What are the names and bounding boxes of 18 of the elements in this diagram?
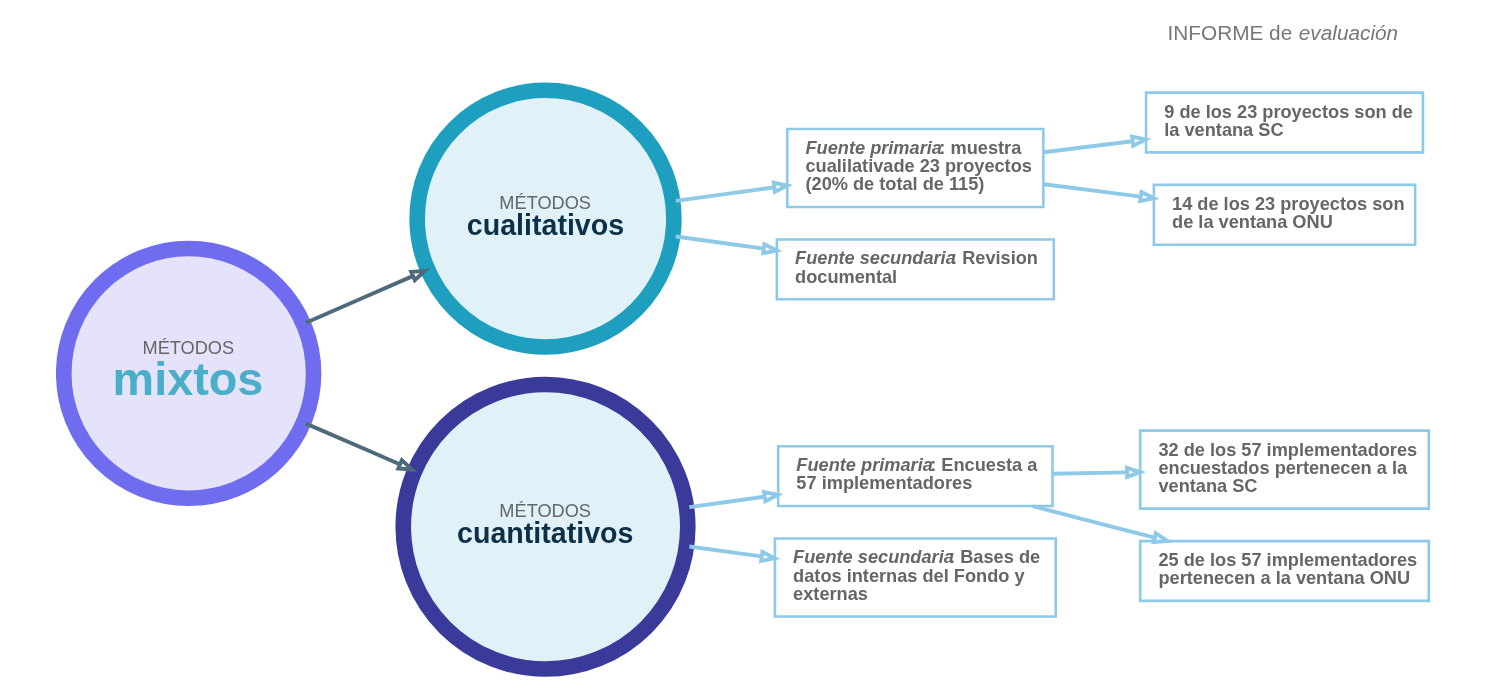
node-box: 25 de los 57 implementadores pertenecen a la ventana ONU — [1138, 539, 1430, 603]
node-box: 14 de los 23 proyectos son de la ventana ONU — [1152, 183, 1416, 246]
arrow — [1043, 182, 1160, 204]
node-box: Fuente primaria: muestra cualilativade 23 proyectos (20% de total de 115) — [785, 127, 1045, 209]
arrow — [1043, 134, 1151, 155]
arrow — [304, 268, 430, 325]
arrow — [1052, 465, 1146, 480]
arrow — [304, 421, 417, 472]
label: INFORME de evaluación — [1167, 21, 1398, 45]
node-circle: MÉTODOS mixtos — [55, 240, 321, 507]
node-box: Fuente primaria: Encuesta a 57 implementadores — [776, 444, 1054, 508]
arrow — [675, 234, 782, 256]
arrow — [688, 544, 780, 564]
arrow — [688, 489, 783, 510]
arrow — [675, 180, 793, 203]
node-box: 32 de los 57 implementadores encuestados pertenecen a la ventana SC — [1138, 429, 1430, 510]
node-box: 9 de los 23 proyectos son de la ventana SC — [1144, 91, 1424, 154]
arrow — [1031, 504, 1173, 545]
